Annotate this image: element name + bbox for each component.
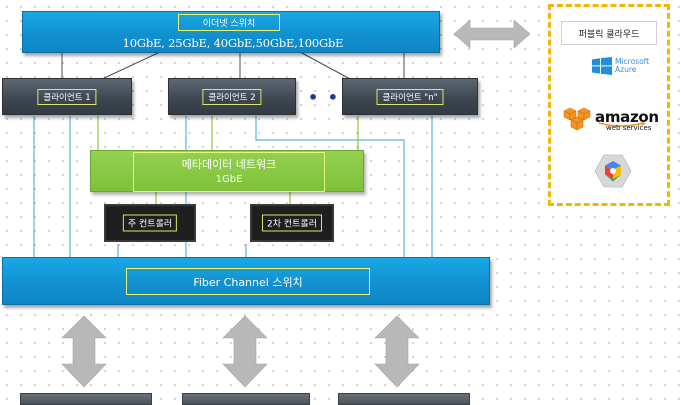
- metadata-network-speed: 1GbE: [215, 174, 243, 185]
- public-cloud-panel: 퍼블릭 클라우드 Microsoft Azure amazon web serv…: [548, 4, 670, 206]
- client-1-label: 클라이언트 1: [37, 88, 97, 105]
- secondary-controller-label: 2차 컨트롤러: [262, 214, 322, 232]
- public-cloud-title: 퍼블릭 클라우드: [561, 21, 657, 45]
- storage-box-2: [182, 393, 310, 405]
- primary-controller-label: 주 컨트롤러: [122, 214, 178, 232]
- cloud-bidirectional-arrow: [453, 19, 531, 49]
- client-2-label: 클라이언트 2: [202, 88, 262, 105]
- storage-arrow-2: [222, 315, 268, 388]
- aws-subtitle: web services: [606, 124, 652, 132]
- azure-line-2: Azure: [615, 65, 637, 74]
- aws-wordmark: amazon: [595, 108, 659, 126]
- azure-line-1: Microsoft: [615, 57, 650, 66]
- client-n-label: 클라이언트 "n": [376, 88, 444, 105]
- secondary-controller: 2차 컨트롤러: [250, 204, 334, 242]
- client2-fc-link-b: [255, 116, 405, 258]
- storage-arrow-3: [374, 315, 420, 388]
- metadata-network-title: 메타데이터 네트워크: [181, 158, 277, 171]
- google-cloud-hexagon-icon: [594, 154, 632, 188]
- aws-smile-icon: [598, 122, 646, 127]
- fc-switch: [2, 257, 490, 305]
- primary-controller: 주 컨트롤러: [104, 204, 196, 242]
- metadata-network-label-box: 메타데이터 네트워크 1GbE: [133, 152, 325, 192]
- storage-box-1: [20, 393, 152, 405]
- client-2: 클라이언트 2: [168, 78, 296, 115]
- fc-switch-title: Fiber Channel 스위치: [126, 268, 370, 295]
- ethernet-switch-title: 이더넷 스위치: [178, 14, 280, 31]
- windows-logo-icon: [592, 57, 612, 75]
- ethernet-spread-link-b: [299, 51, 353, 81]
- ethernet-switch: [22, 11, 440, 53]
- metadata-network: 메타데이터 네트워크 1GbE: [90, 150, 364, 192]
- storage-arrow-1: [61, 315, 107, 388]
- ethernet-spread-link-a: [99, 51, 161, 81]
- client-1: 클라이언트 1: [2, 78, 132, 115]
- client-n: 클라이언트 "n": [342, 78, 478, 115]
- ethernet-switch-speeds: 10GbE, 25GbE, 40GbE,50GbE,100GbE: [122, 36, 344, 50]
- aws-cubes-icon: [563, 107, 591, 131]
- storage-box-3: [338, 393, 470, 405]
- azure-text: Microsoft Azure: [615, 58, 649, 74]
